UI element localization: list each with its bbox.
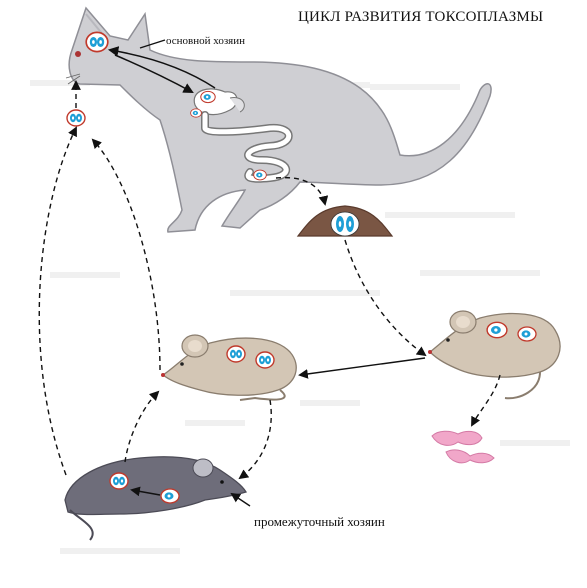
rat-illustration (64, 456, 247, 541)
cat-digestive-tract (190, 88, 293, 183)
diagram-title: ЦИКЛ РАЗВИТИЯ ТОКСОПЛАЗМЫ (298, 9, 544, 25)
free-cyst-left (66, 109, 86, 127)
cycle-arrows (38, 39, 501, 507)
arrow-stomach-to-mouth (107, 46, 216, 89)
definitive-host-label: основной хозяин (166, 35, 246, 47)
mouse-center (161, 334, 297, 401)
arrow-mouth-to-stomach (114, 54, 194, 94)
intermediate-host-label: промежуточный хозяин (254, 514, 385, 529)
tissue-cysts (431, 430, 495, 464)
cat-illustration (65, 6, 492, 233)
mouse-right (428, 310, 561, 400)
oocyst (296, 205, 394, 237)
cat-mouth-cyst (85, 31, 109, 53)
